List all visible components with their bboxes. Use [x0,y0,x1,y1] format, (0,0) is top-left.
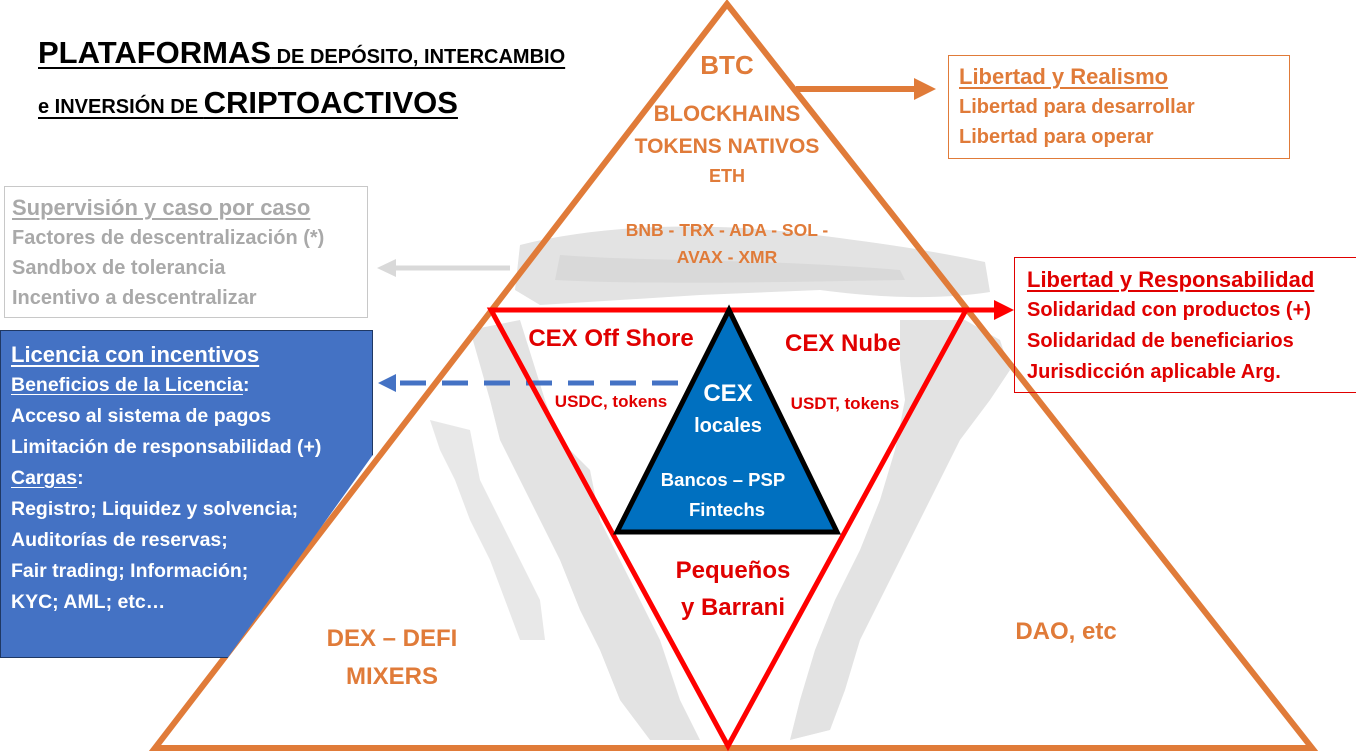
label-pequenos: Pequeños [675,557,791,584]
box-libertad-realismo: Libertad y Realismo Libertad para desarr… [948,55,1290,159]
licencia-benefits-heading-row: Beneficios de la Licencia: [11,370,362,401]
licencia-charge: Auditorías de reservas; [11,529,228,551]
responsabilidad-item: Solidaridad de beneficiarios [1027,330,1294,352]
supervision-item: Sandbox de tolerancia [12,257,226,279]
label-cex-nube: CEX Nube [784,330,902,357]
responsabilidad-heading: Libertad y Responsabilidad [1027,267,1315,292]
title-line-1: PLATAFORMAS DE DEPÓSITO, INTERCAMBIO [38,30,565,80]
title-line-2: e INVERSIÓN DE CRIPTOACTIVOS [38,80,565,130]
arrow-to-realismo [796,78,936,100]
label-btc: BTC [700,50,754,80]
label-barrani: y Barrani [680,594,786,621]
licencia-charge: KYC; AML; etc… [11,591,166,613]
center-triangle [612,304,841,535]
realismo-heading: Libertad y Realismo [959,64,1169,89]
label-alts-line-2: AVAX - XMR [676,247,778,267]
label-dex-defi: DEX – DEFI MIXERS [327,620,458,696]
outer-pyramid [148,0,1319,751]
licencia-heading: Licencia con incentivos [11,342,260,367]
label-pequenos-barrani: Pequeños y Barrani [676,552,791,626]
label-usdt-tokens: USDT, tokens [790,394,900,413]
label-dex-defi-line-1: DEX – DEFI [326,625,458,652]
label-tokens-nativos: TOKENS NATIVOS [634,135,820,158]
title-subtitle-2: e INVERSIÓN DE [38,96,204,118]
label-usdc-tokens: USDC, tokens [554,392,668,411]
label-dao: DAO, etc [1015,618,1117,645]
box-supervision: Supervisión y caso por caso Factores de … [4,186,368,318]
realismo-item: Libertad para operar [959,126,1154,148]
title-criptoactivos: CRIPTOACTIVOS [203,85,458,120]
page-title: PLATAFORMAS DE DEPÓSITO, INTERCAMBIO e I… [38,30,565,130]
supervision-item: Factores de descentralización (*) [12,227,325,249]
supervision-heading: Supervisión y caso por caso [12,195,311,220]
title-platforms: PLATAFORMAS [38,35,272,70]
licencia-charges-heading-row: Cargas: [11,463,362,494]
map-silhouette [430,226,1010,740]
licencia-charges-heading: Cargas [11,467,78,489]
arrow-to-supervision [377,259,510,277]
licencia-charge: Fair trading; Información; [11,560,249,582]
licencia-charge: Registro; Liquidez y solvencia; [11,498,299,520]
realismo-item: Libertad para desarrollar [959,96,1195,118]
label-mixers: MIXERS [345,663,439,690]
responsabilidad-item: Jurisdicción aplicable Arg. [1027,361,1281,383]
licencia-charges-colon: : [77,467,84,489]
licencia-benefit: Acceso al sistema de pagos [11,405,272,427]
supervision-item: Incentivo a descentralizar [12,287,257,309]
title-subtitle-1: DE DEPÓSITO, INTERCAMBIO [271,46,566,68]
label-eth: ETH [709,166,745,186]
label-cex-offshore: CEX Off Shore [528,325,694,352]
label-locales: locales [694,415,762,437]
label-alts-line-1: BNB - TRX - ADA - SOL - [625,220,829,240]
label-blockhains: BLOCKHAINS [653,101,801,126]
label-fintechs: Fintechs [688,499,766,520]
arrow-to-licencia [378,374,695,392]
licencia-benefit: Limitación de responsabilidad (+) [11,436,322,458]
label-bancos-psp: Bancos – PSP [660,469,786,490]
box-libertad-responsabilidad: Libertad y Responsabilidad Solidaridad c… [1014,257,1356,393]
label-cex: CEX [703,380,753,407]
licencia-benefits-colon: : [242,374,250,396]
responsabilidad-item: Solidaridad con productos (+) [1027,299,1311,321]
arrow-to-responsabilidad [966,300,1014,320]
licencia-benefits-heading: Beneficios de la Licencia [11,374,243,396]
